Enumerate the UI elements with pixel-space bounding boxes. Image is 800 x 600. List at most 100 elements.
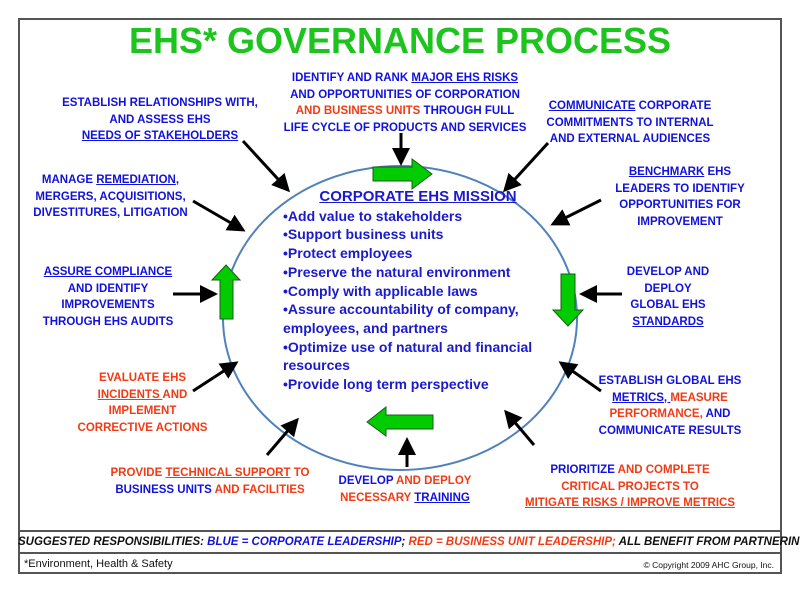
label-line: IMPLEMENT (108, 405, 177, 417)
label-compliance: ASSURE COMPLIANCE AND IDENTIFY IMPROVEME… (38, 264, 178, 330)
label-line: IMPROVEMENTS (61, 299, 155, 311)
label-line: ESTABLISH GLOBAL EHS (598, 375, 742, 387)
responsibility-legend: SUGGESTED RESPONSIBILITIES: BLUE = CORPO… (18, 530, 800, 552)
copyright: © Copyright 2009 AHC Group, Inc. (643, 560, 774, 570)
label-line: AND IDENTIFY (67, 282, 149, 295)
label-communicate: COMMUNICATE CORPORATE COMMITMENTS TO INT… (540, 98, 720, 148)
label-line: AND EXTERNAL AUDIENCES (549, 133, 711, 145)
footer: *Environment, Health & Safety © Copyrigh… (18, 552, 782, 574)
label-line: COMMUNICATE RESULTS (598, 424, 742, 437)
mission-item: •Add value to stakeholders (283, 207, 463, 224)
label-line: DEPLOY (644, 282, 692, 295)
label-text: REMEDIATION (96, 174, 176, 186)
mission-item: •Provide long term perspective (283, 376, 489, 393)
cycle-arrow-up (210, 264, 242, 320)
label-line: MERGERS, ACQUISITIONS, (35, 190, 186, 203)
label-text: TO (290, 467, 310, 479)
label-text: THROUGH FULL (420, 105, 515, 117)
label-text: MAJOR EHS RISKS (411, 72, 519, 84)
label-line: ESTABLISH RELATIONSHIPS WITH, (62, 97, 258, 109)
label-benchmark: BENCHMARK EHS LEADERS TO IDENTIFY OPPORT… (600, 164, 760, 230)
label-text: AND COMPLETE (614, 464, 710, 476)
label-line: STANDARDS (632, 315, 704, 328)
label-line: NEEDS OF STAKEHOLDERS (81, 130, 239, 142)
cycle-arrow-left (366, 405, 434, 437)
label-line: EVALUATE EHS (98, 372, 187, 384)
label-prioritize: PRIORITIZE AND COMPLETE CRITICAL PROJECT… (520, 462, 740, 512)
label-text: DEVELOP (338, 475, 394, 487)
arrow-technical (265, 417, 299, 456)
pointer-arrows (173, 133, 622, 467)
label-text: EHS (704, 166, 732, 178)
legend-prefix: SUGGESTED RESPONSIBILITIES: (18, 536, 208, 548)
legend-separator: ; (401, 536, 409, 548)
label-text: MEASURE (670, 391, 728, 404)
arrow-prioritize (504, 409, 536, 446)
label-text: AND (702, 408, 731, 420)
footnote: *Environment, Health & Safety (24, 558, 173, 570)
mission-item: •Comply with applicable laws (283, 282, 478, 299)
label-text: PROVIDE (110, 467, 166, 479)
label-line: THROUGH EHS AUDITS (42, 315, 174, 328)
label-standards: DEVELOP AND DEPLOY GLOBAL EHS STANDARDS (618, 264, 718, 330)
label-line: ASSURE COMPLIANCE (43, 266, 173, 278)
arrow-benchmark (550, 198, 602, 226)
label-line: LIFE CYCLE OF PRODUCTS AND SERVICES (283, 121, 527, 134)
label-text: METRICS, (612, 391, 671, 404)
diagram-title: EHS* GOVERNANCE PROCESS (128, 20, 672, 61)
label-text: IDENTIFY AND RANK (291, 72, 412, 84)
label-text: PRIORITIZE (550, 464, 615, 476)
label-text: AND DEPLOY (393, 475, 472, 487)
corporate-mission: CORPORATE EHS MISSION •Add value to stak… (283, 188, 543, 394)
label-line: AND ASSESS EHS (109, 113, 211, 126)
legend-blue: BLUE = CORPORATE LEADERSHIP (207, 536, 402, 548)
mission-item: •Preserve the natural environment (283, 263, 511, 280)
label-text: BENCHMARK (628, 166, 705, 178)
label-text: MANAGE (41, 174, 97, 186)
label-incidents: EVALUATE EHS INCIDENTS AND IMPLEMENT COR… (75, 370, 210, 436)
label-line: MITIGATE RISKS / IMPROVE METRICS (525, 497, 735, 509)
label-text: INCIDENTS (97, 388, 163, 401)
label-text: CORPORATE (635, 100, 712, 112)
arrow-stakeholders (241, 139, 291, 193)
label-line: AND OPPORTUNITIES OF CORPORATION (290, 88, 520, 101)
legend-suffix: ALL BENEFIT FROM PARTNERING (615, 536, 800, 548)
label-text: COMMUNICATE (548, 100, 636, 112)
diagram-frame (18, 18, 782, 574)
mission-title: CORPORATE EHS MISSION (319, 188, 517, 205)
label-text: AND BUSINESS UNITS (295, 105, 421, 117)
mission-item: •Support business units (283, 226, 444, 243)
label-text: NECESSARY (340, 491, 415, 504)
cycle-arrow-down (551, 273, 585, 327)
arrow-incidents (192, 361, 239, 393)
label-text: AND FACILITIES (211, 483, 305, 496)
mission-item: •Protect employees (283, 245, 413, 262)
arrow-remediation (192, 199, 246, 232)
label-text: AND (162, 388, 188, 401)
label-risks: IDENTIFY AND RANK MAJOR EHS RISKS AND OP… (280, 70, 530, 136)
label-line: DIVESTITURES, LITIGATION (33, 207, 188, 219)
label-text: TECHNICAL SUPPORT (165, 467, 291, 479)
legend-red: RED = BUSINESS UNIT LEADERSHIP; (408, 536, 616, 548)
arrow-metrics (558, 361, 602, 393)
label-line: LEADERS TO IDENTIFY (615, 182, 745, 195)
label-technical-support: PROVIDE TECHNICAL SUPPORT TO BUSINESS UN… (110, 465, 310, 498)
label-text: PERFORMANCE, (609, 408, 703, 420)
label-text: TRAINING (414, 491, 470, 504)
arrow-communicate (502, 141, 550, 193)
label-line: CRITICAL PROJECTS TO (561, 480, 699, 493)
cycle-arrow-right (372, 158, 433, 190)
label-line: DEVELOP AND (626, 266, 710, 278)
label-training: DEVELOP AND DEPLOY NECESSARY TRAINING (330, 473, 480, 506)
label-line: COMMITMENTS TO INTERNAL (546, 116, 714, 129)
label-metrics: ESTABLISH GLOBAL EHS METRICS, MEASURE PE… (590, 373, 750, 439)
mission-item: •Assure accountability of company, (283, 301, 519, 318)
label-stakeholders: ESTABLISH RELATIONSHIPS WITH, AND ASSESS… (60, 95, 260, 145)
label-text: , (175, 174, 180, 186)
cycle-arrows (210, 158, 585, 437)
label-text: BUSINESS UNITS (115, 483, 212, 496)
label-line: OPPORTUNITIES FOR (619, 199, 741, 211)
mission-item: •Optimize use of natural and financial (283, 338, 533, 355)
label-remediation: MANAGE REMEDIATION, MERGERS, ACQUISITION… (28, 172, 193, 222)
